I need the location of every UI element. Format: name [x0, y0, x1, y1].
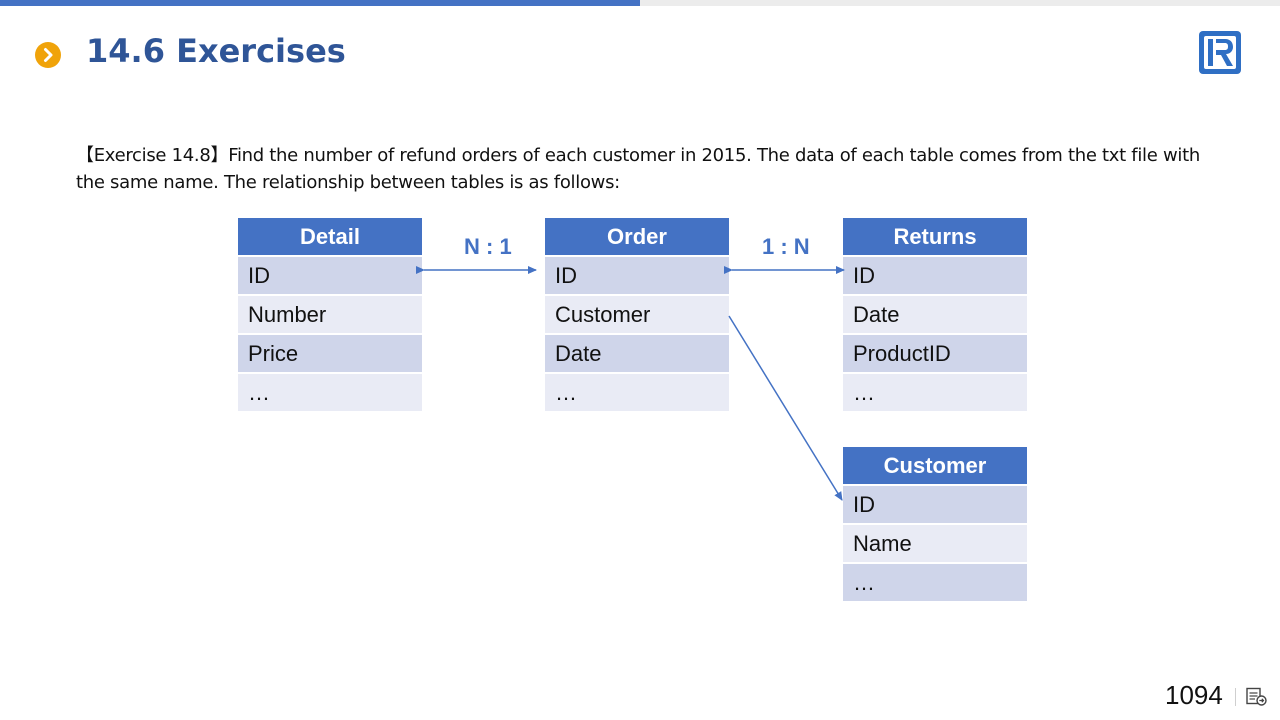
chevron-right-icon: [35, 42, 61, 68]
table-order-field: Date: [545, 335, 729, 372]
table-detail-field: Price: [238, 335, 422, 372]
table-returns: Returns ID Date ProductID …: [843, 218, 1027, 413]
table-order: Order ID Customer Date …: [545, 218, 729, 413]
table-customer-header: Customer: [843, 447, 1027, 484]
exercise-description: 【Exercise 14.8】Find the number of refund…: [76, 145, 1200, 193]
table-detail-field: Number: [238, 296, 422, 333]
relation-order-returns-label: 1 : N: [762, 234, 810, 259]
table-returns-header: Returns: [843, 218, 1027, 255]
table-order-field: Customer: [545, 296, 729, 333]
table-customer-field: …: [843, 564, 1027, 601]
footer-divider: [1235, 688, 1236, 706]
table-order-field: ID: [545, 257, 729, 294]
table-returns-field: ID: [843, 257, 1027, 294]
table-order-header: Order: [545, 218, 729, 255]
table-detail-field: ID: [238, 257, 422, 294]
relation-detail-order-label: N : 1: [464, 234, 512, 259]
table-detail-header: Detail: [238, 218, 422, 255]
table-returns-field: Date: [843, 296, 1027, 333]
table-customer: Customer ID Name …: [843, 447, 1027, 603]
progress-fill: [0, 0, 640, 6]
page-title: 14.6 Exercises: [86, 32, 346, 70]
order-customer-connector: [728, 315, 843, 501]
table-customer-field: ID: [843, 486, 1027, 523]
table-returns-field: ProductID: [843, 335, 1027, 372]
table-detail-field: …: [238, 374, 422, 411]
raqsoft-logo-icon: [1199, 31, 1241, 74]
progress-track: [0, 0, 1280, 6]
table-returns-field: …: [843, 374, 1027, 411]
page-number: 1094: [1165, 680, 1223, 710]
notes-icon[interactable]: [1246, 687, 1268, 711]
table-detail: Detail ID Number Price …: [238, 218, 422, 413]
table-order-field: …: [545, 374, 729, 411]
table-customer-field: Name: [843, 525, 1027, 562]
